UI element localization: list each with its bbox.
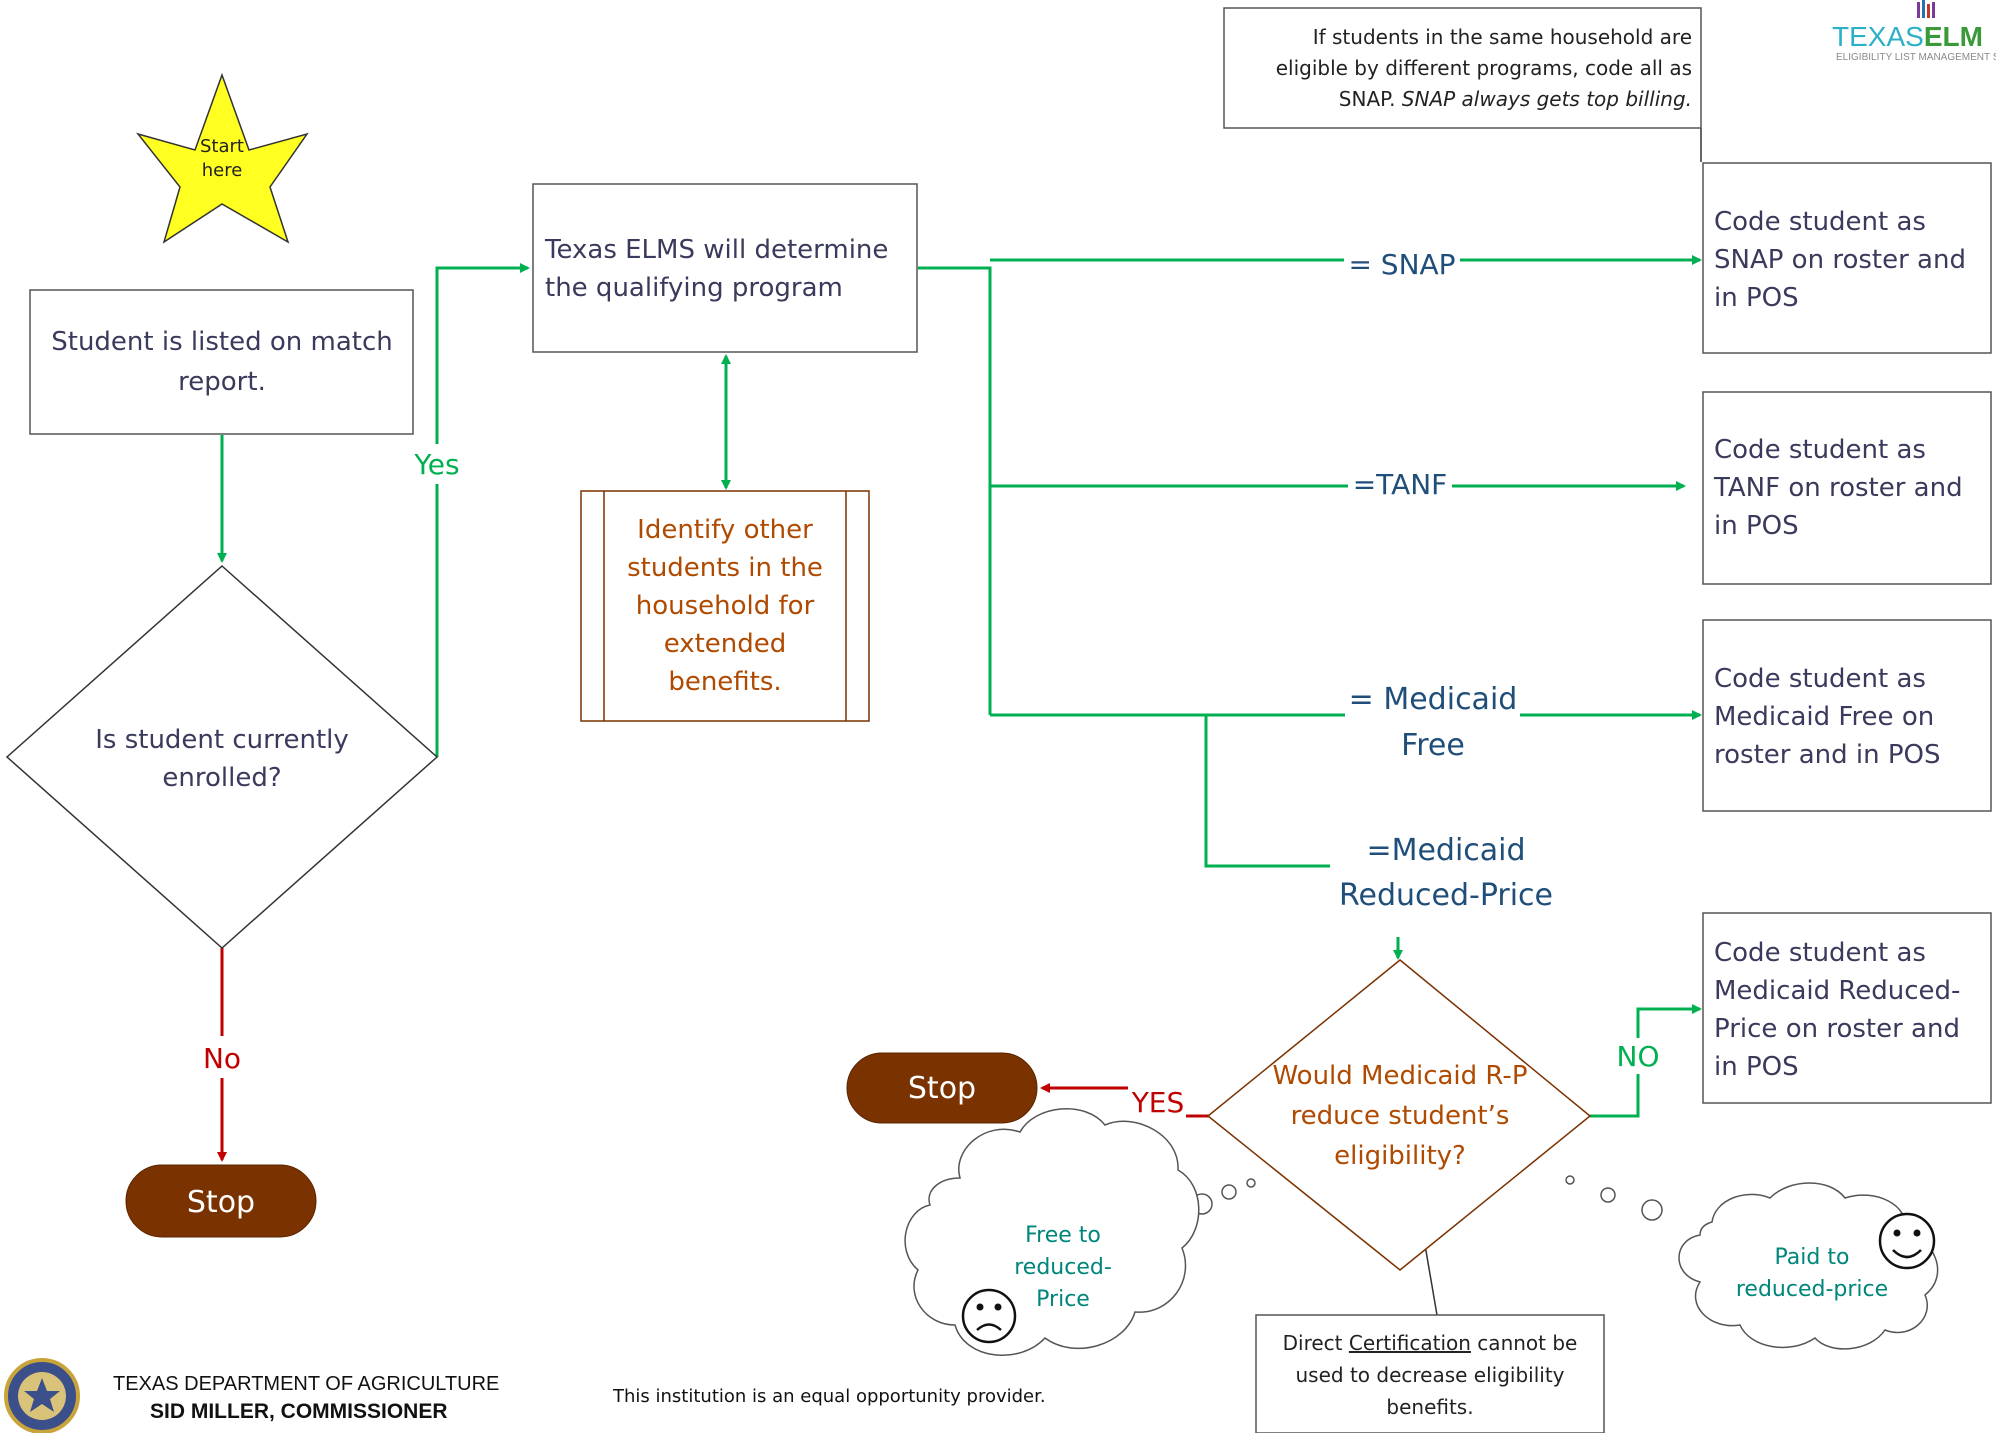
footer: TEXAS DEPARTMENT OF AGRICULTURE SID MILL… (4, 1358, 1046, 1433)
identify-line2: students in the (627, 553, 823, 583)
thought-happy-line1: Paid to (1775, 1245, 1850, 1270)
note-line2: eligible by different programs, code all… (1276, 56, 1692, 80)
stop-left-terminator: Stop (125, 1164, 317, 1238)
stop-right-label: Stop (908, 1071, 976, 1106)
thought-sad-line1: Free to (1025, 1223, 1101, 1248)
code-tanf-line1: Code student as (1714, 435, 1926, 465)
direct-cert-line3: benefits. (1386, 1395, 1473, 1419)
footer-commissioner: SID MILLER, COMMISSIONER (150, 1400, 448, 1423)
node-code-tanf: Code student as TANF on roster and in PO… (1702, 391, 1992, 585)
thought-sad-line3: Price (1036, 1287, 1090, 1312)
happy-face-icon (1878, 1212, 1936, 1270)
identify-line4: extended (664, 629, 787, 659)
enrolled-line2: enrolled? (162, 763, 281, 793)
branch-label-tanf: =TANF (1353, 468, 1448, 501)
node-code-medicaid-rp: Code student as Medicaid Reduced- Price … (1702, 912, 1992, 1104)
node-match-report: Student is listed on match report. (29, 289, 414, 435)
thought-sad-line2: reduced- (1014, 1255, 1112, 1280)
start-label-line1: Start (200, 136, 244, 157)
code-mf-line3: roster and in POS (1714, 740, 1941, 770)
thought-happy-line2: reduced-price (1736, 1277, 1888, 1302)
node-determine-program: Texas ELMS will determine the qualifying… (532, 183, 918, 353)
footer-equal-opportunity: This institution is an equal opportunity… (612, 1386, 1046, 1407)
direct-cert-line2: used to decrease eligibility (1295, 1363, 1564, 1387)
start-star: Start here (135, 72, 309, 244)
branch-trunk (918, 266, 992, 715)
node-code-snap: Code student as SNAP on roster and in PO… (1702, 162, 1992, 354)
direct-cert-connector (1424, 1244, 1438, 1316)
branch-label-medicaid-free-line2: Free (1401, 728, 1465, 763)
identify-line3: household for (636, 591, 815, 621)
logo-bars-icon (1917, 0, 1935, 18)
determine-line2: the qualifying program (545, 273, 843, 303)
node-identify-household: Identify other students in the household… (580, 490, 870, 722)
edge-label-yes: Yes (413, 448, 459, 481)
enrolled-line1: Is student currently (95, 725, 349, 755)
rp-decision-line2: reduce student’s (1291, 1101, 1510, 1131)
stop-right-terminator: Stop (846, 1052, 1038, 1124)
logo-wordmark: TEXASELM (1832, 21, 1983, 52)
code-snap-line3: in POS (1714, 283, 1799, 313)
line-medicaid-rp (1204, 715, 1330, 868)
code-mrp-line1: Code student as (1714, 938, 1926, 968)
node-code-medicaid-free: Code student as Medicaid Free on roster … (1702, 619, 1992, 812)
direct-cert-line1: Direct Certification cannot be (1283, 1331, 1578, 1355)
identify-line1: Identify other (637, 515, 813, 545)
star-icon (135, 72, 309, 244)
match-report-line2: report. (178, 367, 266, 397)
determine-line1: Texas ELMS will determine (544, 235, 888, 265)
start-label-line2: here (202, 160, 243, 181)
code-mf-line2: Medicaid Free on (1714, 702, 1934, 732)
texas-elms-logo: TEXASELM ELIGIBILITY LIST MANAGEMENT SYS (1832, 0, 1996, 63)
identify-line5: benefits. (668, 667, 781, 697)
branch-label-medicaid-rp-line1: =Medicaid (1366, 833, 1525, 868)
code-mf-line1: Code student as (1714, 664, 1926, 694)
code-snap-line1: Code student as (1714, 207, 1926, 237)
branch-label-medicaid-free-line1: = Medicaid (1349, 682, 1518, 717)
cloud-shape-happy (1678, 1182, 1939, 1350)
branch-label-medicaid-rp-line2: Reduced-Price (1339, 878, 1553, 913)
arrow-yes-to-determine (435, 263, 530, 757)
note-snap-top-billing: If students in the same household are el… (1223, 7, 1702, 129)
footer-agency: TEXAS DEPARTMENT OF AGRICULTURE (113, 1373, 499, 1395)
logo-subtitle: ELIGIBILITY LIST MANAGEMENT SYS (1836, 52, 1996, 63)
note-direct-certification: Direct Certification cannot be used to d… (1255, 1314, 1605, 1433)
edge-label-no: No (203, 1042, 241, 1075)
code-mrp-line3: Price on roster and (1714, 1014, 1960, 1044)
match-report-line1: Student is listed on match (51, 327, 392, 357)
branch-label-snap: = SNAP (1348, 248, 1455, 281)
rp-decision-line3: eligibility? (1334, 1141, 1466, 1171)
edge-label-no-caps: NO (1617, 1040, 1660, 1073)
thought-cloud-sad: Free to reduced- Price (904, 1108, 1256, 1356)
sad-face-icon (961, 1288, 1017, 1344)
rp-decision-line1: Would Medicaid R-P (1272, 1061, 1527, 1091)
code-mrp-line4: in POS (1714, 1052, 1799, 1082)
code-snap-line2: SNAP on roster and (1714, 245, 1966, 275)
note-line1: If students in the same household are (1313, 25, 1692, 49)
note-line3: SNAP. SNAP always gets top billing. (1339, 87, 1692, 111)
stop-left-label: Stop (187, 1185, 255, 1220)
edge-label-yes-caps: YES (1131, 1086, 1185, 1119)
node-rp-decision: Would Medicaid R-P reduce student’s elig… (1206, 959, 1592, 1271)
node-enrolled-decision: Is student currently enrolled? (5, 564, 439, 950)
texas-agriculture-seal-icon (4, 1358, 80, 1433)
code-tanf-line2: TANF on roster and (1713, 473, 1963, 503)
code-tanf-line3: in POS (1714, 511, 1799, 541)
thought-cloud-happy: Paid to reduced-price (1565, 1175, 1939, 1350)
code-mrp-line2: Medicaid Reduced- (1714, 976, 1960, 1006)
